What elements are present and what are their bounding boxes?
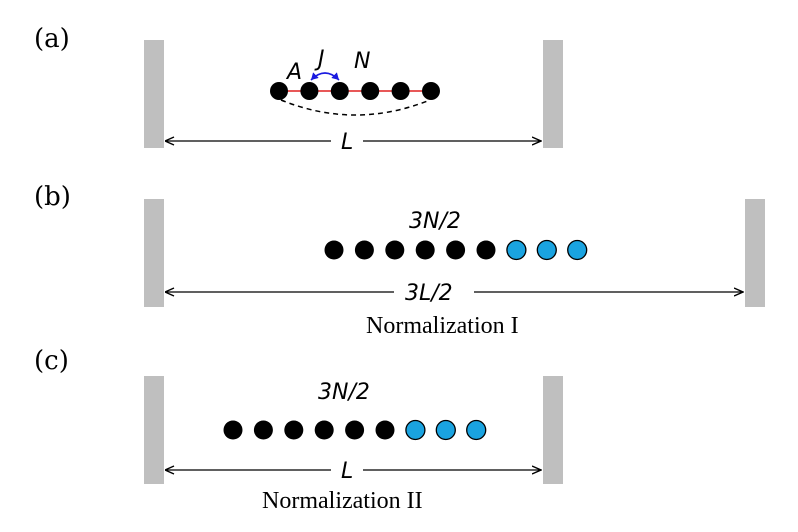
added-particle bbox=[435, 419, 456, 441]
particle bbox=[314, 420, 334, 440]
particle bbox=[391, 82, 410, 100]
particle bbox=[354, 240, 374, 260]
left-wall bbox=[144, 40, 164, 148]
particle bbox=[270, 82, 288, 100]
added-particle bbox=[405, 419, 426, 441]
added-particle bbox=[466, 419, 487, 441]
length-label: 3L/2 bbox=[405, 281, 453, 306]
particle-count-label: N bbox=[354, 49, 370, 74]
particle bbox=[223, 420, 243, 440]
particle bbox=[361, 82, 380, 100]
particle bbox=[422, 82, 440, 100]
panel-c: 3N/2 L Normalization II bbox=[144, 376, 563, 514]
particle bbox=[324, 240, 344, 260]
particles bbox=[223, 419, 487, 441]
length-label-bg bbox=[331, 457, 363, 483]
right-wall bbox=[543, 376, 563, 484]
j-coupling-arrow bbox=[310, 72, 340, 81]
panel-b: 3N/2 3L/2 Normalization I bbox=[144, 199, 765, 339]
particle-count-label: 3N/2 bbox=[409, 209, 461, 234]
particle bbox=[300, 82, 319, 100]
particle bbox=[476, 240, 496, 260]
particle bbox=[284, 420, 304, 440]
particle bbox=[415, 240, 435, 260]
right-wall bbox=[745, 199, 765, 307]
left-wall bbox=[144, 376, 164, 484]
panel-a: A J N L bbox=[144, 40, 563, 155]
panel-a-label: (a) bbox=[34, 24, 70, 54]
particles bbox=[270, 82, 440, 100]
length-label-bg bbox=[331, 128, 363, 154]
length-label-bg bbox=[394, 279, 474, 305]
left-wall bbox=[144, 199, 164, 307]
added-particle bbox=[536, 239, 557, 261]
annot-j-label: J bbox=[314, 47, 325, 72]
panel-b-label: (b) bbox=[34, 182, 71, 212]
particle bbox=[446, 240, 466, 260]
right-wall bbox=[543, 40, 563, 148]
particle bbox=[385, 240, 405, 260]
annot-a-label: A bbox=[285, 60, 302, 85]
added-particle bbox=[567, 239, 588, 261]
particle bbox=[375, 420, 395, 440]
length-label: L bbox=[341, 130, 353, 155]
normalization-caption: Normalization II bbox=[262, 488, 423, 514]
normalization-caption: Normalization I bbox=[366, 313, 519, 339]
particle-count-label: 3N/2 bbox=[318, 380, 370, 405]
particles bbox=[324, 239, 588, 261]
long-range-coupling bbox=[280, 99, 431, 116]
length-label: L bbox=[341, 459, 353, 484]
particle bbox=[345, 420, 365, 440]
panel-c-label: (c) bbox=[34, 346, 69, 376]
particle bbox=[253, 420, 273, 440]
particle bbox=[330, 82, 349, 100]
added-particle bbox=[506, 239, 527, 261]
